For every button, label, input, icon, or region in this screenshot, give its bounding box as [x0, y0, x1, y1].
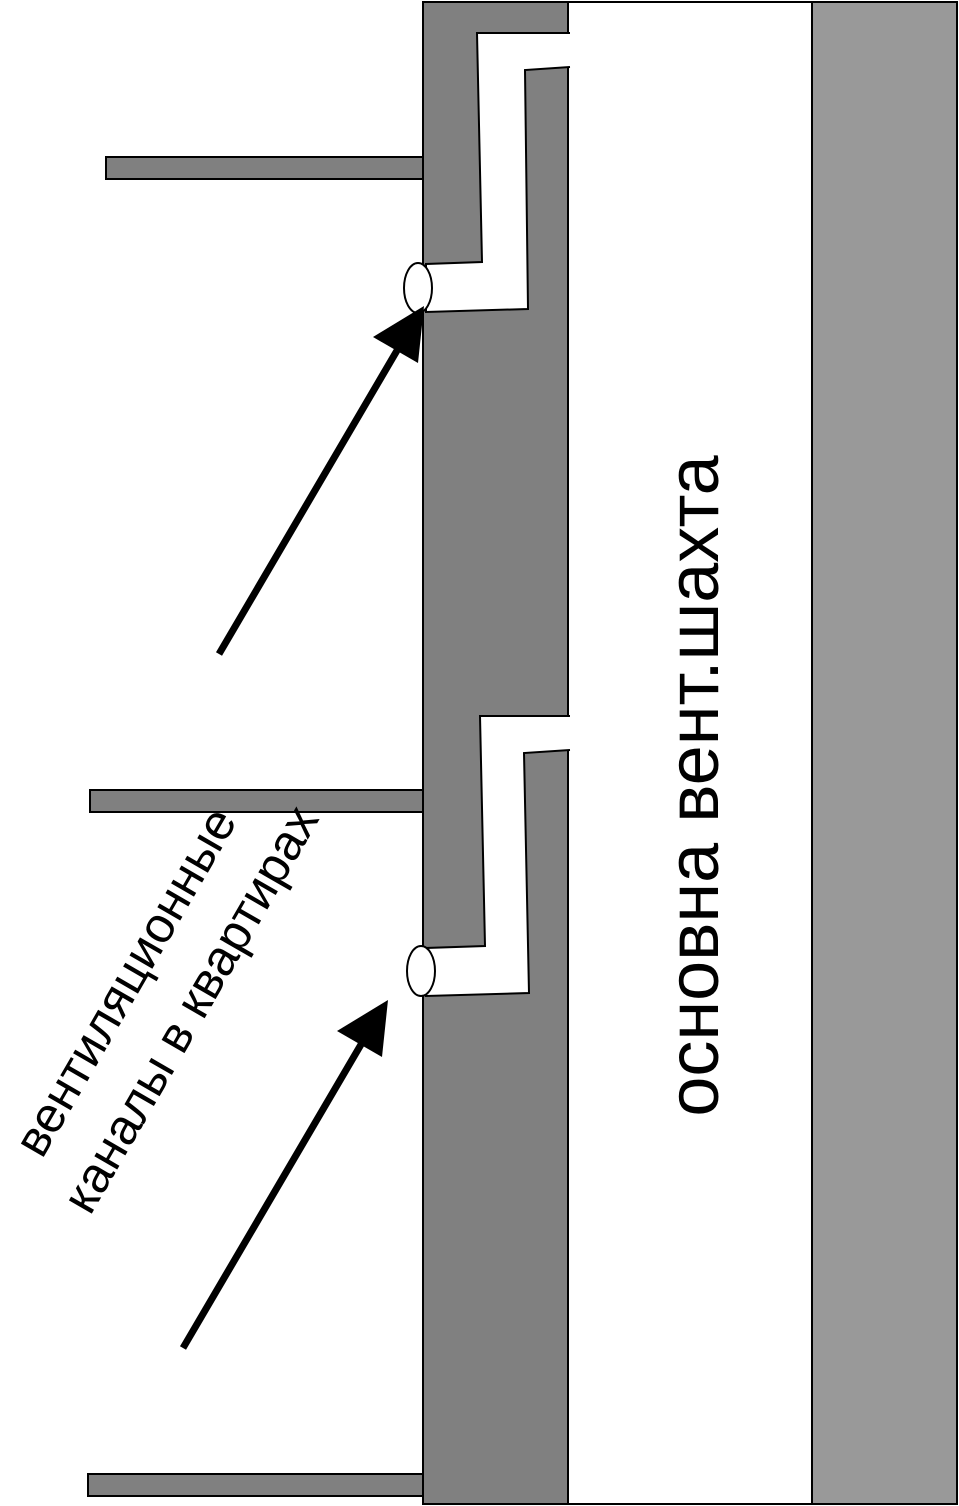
apartment-channels-label: вентиляционные каналы в квартирах [3, 796, 329, 1222]
arrowhead-upper [373, 306, 424, 363]
floor-slab-bottom [87, 1473, 425, 1497]
channel-inlet-lower [406, 945, 436, 997]
arrow-to-lower-inlet [179, 1034, 370, 1350]
main-shaft-label: основна вент.шахта [654, 454, 734, 1116]
channel-inlet-upper [403, 262, 433, 314]
outer-wall [811, 1, 958, 1505]
main-shaft-interior [567, 1, 813, 1505]
floor-slab-top [105, 156, 425, 180]
arrowhead-lower [337, 1000, 388, 1057]
floor-slab-middle [89, 789, 425, 813]
arrow-to-upper-inlet [215, 340, 406, 656]
